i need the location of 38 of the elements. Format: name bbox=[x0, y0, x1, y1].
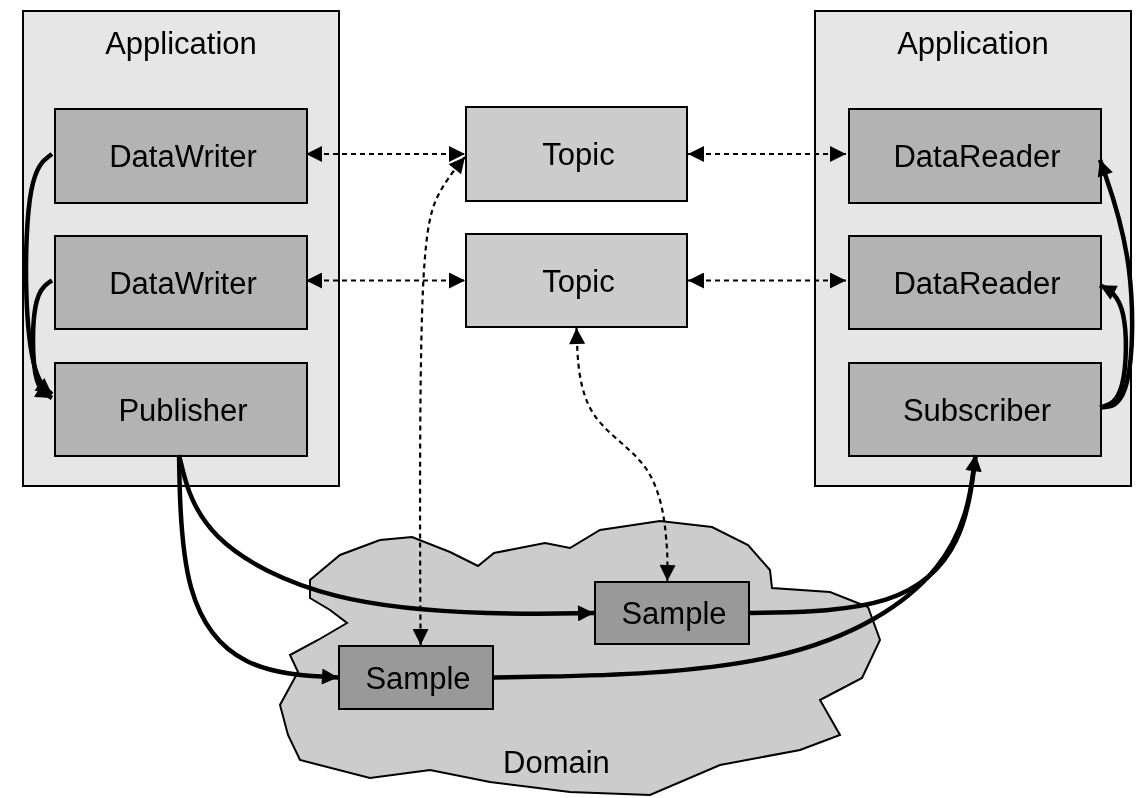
arrow bbox=[30, 278, 54, 400]
component-box bbox=[54, 362, 308, 457]
dashed-arrow bbox=[306, 146, 465, 162]
domain-label: Domain bbox=[503, 745, 610, 781]
sample-box bbox=[338, 645, 494, 710]
application-panel bbox=[22, 10, 340, 487]
arrow bbox=[1097, 159, 1135, 410]
sample-label: Sample bbox=[365, 660, 471, 697]
dashed-arrow bbox=[688, 272, 846, 289]
component-label: Subscriber bbox=[902, 392, 1052, 429]
topic-box bbox=[465, 233, 688, 328]
component-label: Publisher bbox=[118, 392, 248, 429]
arrow bbox=[23, 152, 54, 396]
component-box bbox=[848, 108, 1102, 204]
component-box bbox=[54, 235, 308, 330]
application-panel bbox=[814, 10, 1132, 487]
topic-box bbox=[465, 106, 688, 202]
component-box bbox=[848, 235, 1102, 330]
topic-label: Topic bbox=[542, 137, 615, 173]
arrow bbox=[493, 454, 982, 680]
arrow bbox=[749, 454, 982, 616]
component-label: DataWriter bbox=[109, 139, 257, 175]
component-label: DataReader bbox=[893, 139, 1061, 175]
panel-title: Application bbox=[105, 26, 257, 62]
panel-title: Application bbox=[897, 26, 1049, 62]
sample-label: Sample bbox=[621, 596, 727, 632]
component-box bbox=[54, 108, 308, 204]
dashed-arrow bbox=[569, 327, 676, 581]
topic-label: Topic bbox=[542, 263, 615, 300]
component-label: DataReader bbox=[893, 265, 1061, 302]
dashed-arrow bbox=[688, 146, 846, 162]
sample-box bbox=[594, 581, 750, 645]
dashed-arrow bbox=[306, 272, 465, 289]
arrow bbox=[176, 454, 595, 622]
component-box bbox=[848, 362, 1102, 457]
arrow bbox=[1098, 283, 1129, 410]
component-label: DataWriter bbox=[109, 265, 257, 302]
dashed-arrow bbox=[412, 156, 466, 645]
